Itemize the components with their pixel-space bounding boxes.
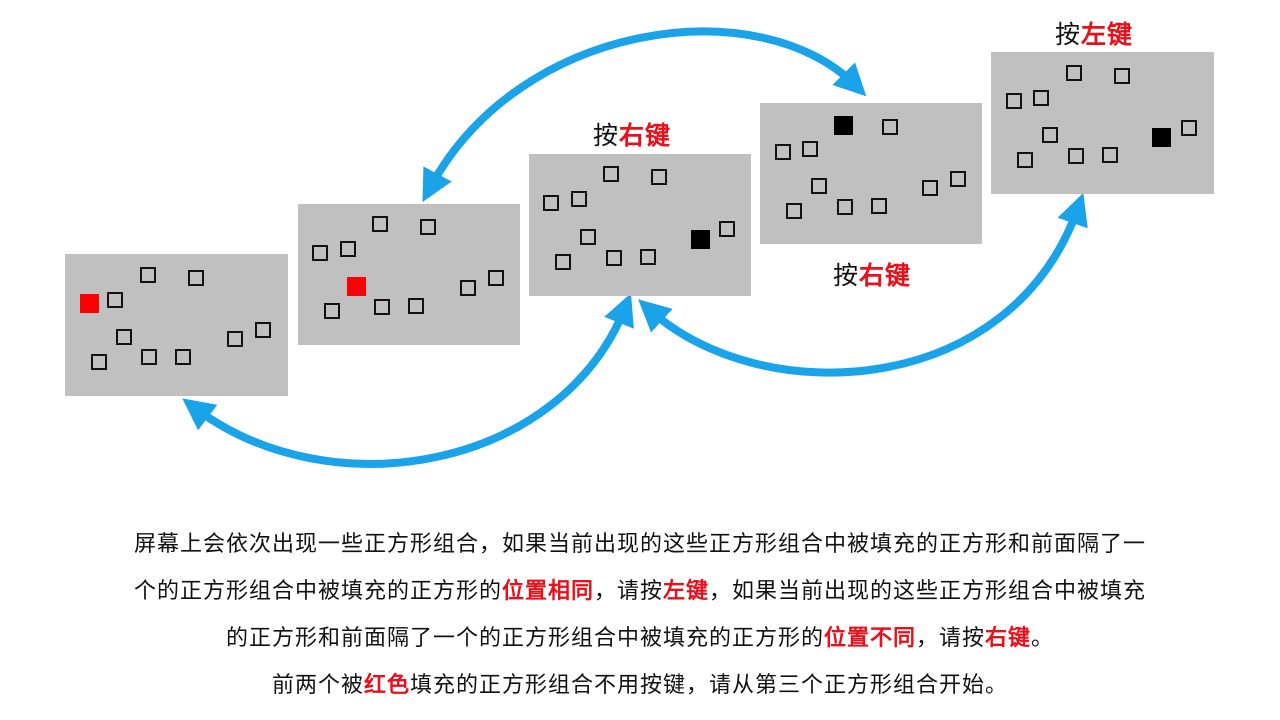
instruction-line-2: 个的正方形组合中被填充的正方形的位置相同，请按左键，如果当前出现的这些正方形组合… <box>0 568 1280 615</box>
panel-4-label: 按右键 <box>833 256 911 292</box>
empty-square <box>107 292 123 308</box>
emphasis-right-key: 右键 <box>985 625 1032 651</box>
filled-square-black <box>691 230 710 249</box>
label-prefix: 按 <box>833 261 860 290</box>
empty-square <box>1066 65 1082 81</box>
empty-square <box>950 171 966 187</box>
empty-square <box>1068 148 1084 164</box>
square-group-panel-5 <box>991 52 1214 194</box>
empty-square <box>374 299 390 315</box>
empty-square <box>372 216 388 232</box>
empty-square <box>606 250 622 266</box>
empty-square <box>837 199 853 215</box>
empty-square <box>775 144 791 160</box>
text-segment: ，如果当前出现的这些正方形组合中被填充 <box>709 579 1147 604</box>
emphasis-same-position: 位置相同 <box>501 578 594 604</box>
panel-3-label: 按右键 <box>593 116 671 152</box>
empty-square <box>1114 68 1130 84</box>
label-key: 右键 <box>859 261 912 290</box>
empty-square <box>1102 147 1118 163</box>
empty-square <box>1042 127 1058 143</box>
instruction-line-1: 屏幕上会依次出现一些正方形组合，如果当前出现的这些正方形组合中被填充的正方形和前… <box>0 522 1280 568</box>
empty-square <box>488 270 504 286</box>
square-group-panel-4 <box>760 103 982 244</box>
filled-square-black <box>1152 128 1171 147</box>
empty-square <box>188 270 204 286</box>
filled-square-red <box>80 294 99 313</box>
empty-square <box>603 166 619 182</box>
instructions-text: 屏幕上会依次出现一些正方形组合，如果当前出现的这些正方形组合中被填充的正方形和前… <box>0 522 1280 709</box>
empty-square <box>580 229 596 245</box>
emphasis-left-key: 左键 <box>663 578 710 604</box>
text-segment: ，请按 <box>915 626 985 651</box>
filled-square-black <box>834 116 853 135</box>
text-segment: 的正方形和前面隔了一个的正方形组合中被填充的正方形的 <box>225 626 824 651</box>
empty-square <box>116 329 132 345</box>
label-key: 右键 <box>619 121 672 150</box>
arrow-p2-to-p4 <box>422 27 867 203</box>
empty-square <box>340 241 356 257</box>
arrow-p3-to-p5 <box>638 192 1088 377</box>
text-segment: 个的正方形组合中被填充的正方形的 <box>133 579 502 604</box>
square-group-panel-2 <box>298 204 520 345</box>
empty-square <box>640 249 656 265</box>
empty-square <box>460 280 476 296</box>
empty-square <box>882 119 898 135</box>
empty-square <box>140 267 156 283</box>
empty-square <box>871 198 887 214</box>
emphasis-red: 红色 <box>363 672 410 698</box>
empty-square <box>922 180 938 196</box>
empty-square <box>227 331 243 347</box>
empty-square <box>555 254 571 270</box>
empty-square <box>1033 90 1049 106</box>
empty-square <box>141 349 157 365</box>
filled-square-red <box>347 277 366 296</box>
empty-square <box>408 298 424 314</box>
instruction-line-3: 的正方形和前面隔了一个的正方形组合中被填充的正方形的位置不同，请按右键。 <box>0 615 1280 662</box>
empty-square <box>175 349 191 365</box>
empty-square <box>1181 120 1197 136</box>
square-group-panel-3 <box>529 154 751 296</box>
empty-square <box>802 141 818 157</box>
empty-square <box>571 191 587 207</box>
empty-square <box>1017 152 1033 168</box>
empty-square <box>811 178 827 194</box>
instruction-line-4: 前两个被红色填充的正方形组合不用按键，请从第三个正方形组合开始。 <box>0 662 1280 709</box>
empty-square <box>1006 93 1022 109</box>
arrow-p1-to-p3 <box>182 293 634 468</box>
panel-5-label: 按左键 <box>1055 15 1133 51</box>
text-segment: ，请按 <box>593 579 663 604</box>
square-group-panel-1 <box>65 254 288 396</box>
empty-square <box>255 322 271 338</box>
empty-square <box>719 221 735 237</box>
empty-square <box>543 195 559 211</box>
empty-square <box>91 354 107 370</box>
text-segment: 填充的正方形组合不用按键，请从第三个正方形组合开始。 <box>410 673 1009 698</box>
empty-square <box>324 303 340 319</box>
label-key: 左键 <box>1081 20 1134 49</box>
empty-square <box>786 203 802 219</box>
text-segment: 。 <box>1031 626 1055 651</box>
label-prefix: 按 <box>593 121 620 150</box>
text-segment: 屏幕上会依次出现一些正方形组合，如果当前出现的这些正方形组合中被填充的正方形和前… <box>133 532 1146 557</box>
emphasis-different-position: 位置不同 <box>823 625 916 651</box>
label-prefix: 按 <box>1055 20 1082 49</box>
empty-square <box>312 245 328 261</box>
text-segment: 前两个被 <box>271 673 364 698</box>
empty-square <box>651 169 667 185</box>
empty-square <box>420 219 436 235</box>
